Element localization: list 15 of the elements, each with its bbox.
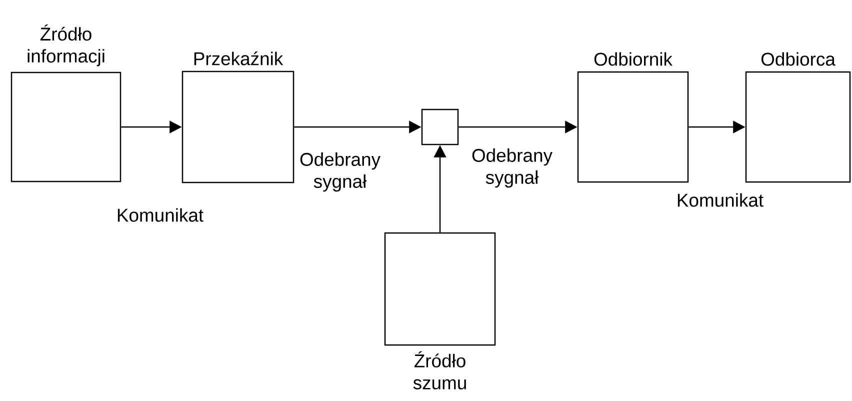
box: Źródło szumu [384,232,496,390]
node-label: Odbiorca [761,52,836,66]
junction-box [421,108,459,146]
edge-label: Komunikat [678,193,764,207]
node-label: Źródło szumu [413,351,466,390]
edge-label: Odebrany sygnał [472,148,552,188]
edge-label: Odebrany sygnał [300,152,380,192]
box: Przekaźnik [182,52,294,184]
box: Odbiorca [745,52,851,183]
node-label: Odbiornik [594,52,672,66]
edge-label: Komunikat [118,208,204,222]
node-label: Źródło informacji [28,24,104,66]
node-label: Przekaźnik [194,51,284,66]
box: Odbiornik [577,52,689,183]
box: Źródło informacji [10,24,122,182]
